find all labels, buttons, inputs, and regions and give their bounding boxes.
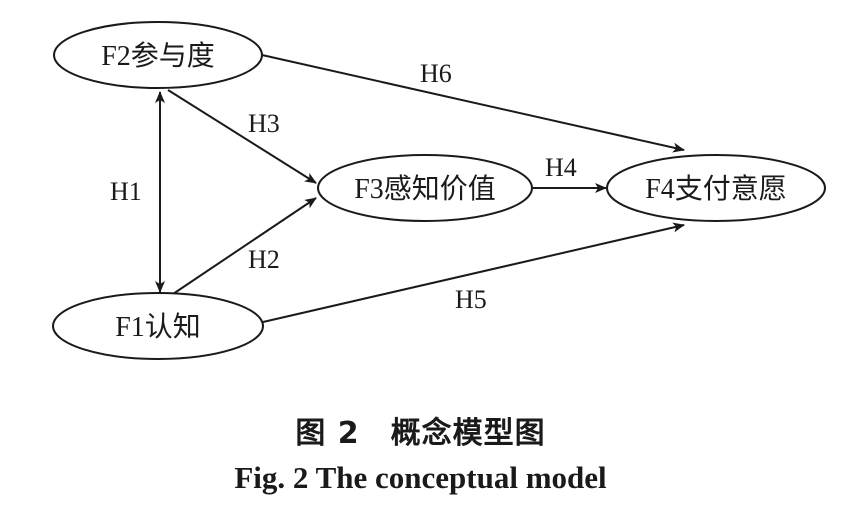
edge-h3 <box>167 89 317 184</box>
node-f2-label: F2参与度 <box>101 40 215 72</box>
figure-caption-chinese: 图 2 概念模型图 <box>295 416 546 451</box>
node-f4-label: F4支付意愿 <box>645 173 787 205</box>
edge-h5 <box>262 222 685 323</box>
edge-label-h2: H2 <box>248 245 280 274</box>
node-f1-label: F1认知 <box>115 311 201 343</box>
edge-label-h5: H5 <box>455 285 487 314</box>
node-f3: F3感知价值 <box>317 154 533 222</box>
edge-label-h4: H4 <box>545 153 577 182</box>
edge-label-h1: H1 <box>110 177 142 206</box>
node-f2: F2参与度 <box>53 21 263 89</box>
edge-h6 <box>261 54 685 153</box>
figure-caption-english: Fig. 2 The conceptual model <box>234 460 607 495</box>
conceptual-model-diagram: F2参与度 F3感知价值 F4支付意愿 F1认知 H1 H3 H2 H4 H6 … <box>52 21 826 360</box>
node-f3-label: F3感知价值 <box>354 173 496 205</box>
edge-label-h3: H3 <box>248 109 280 138</box>
node-f4: F4支付意愿 <box>606 154 826 222</box>
edge-label-h6: H6 <box>420 59 452 88</box>
node-f1: F1认知 <box>52 292 264 360</box>
edge-h2 <box>169 197 317 297</box>
